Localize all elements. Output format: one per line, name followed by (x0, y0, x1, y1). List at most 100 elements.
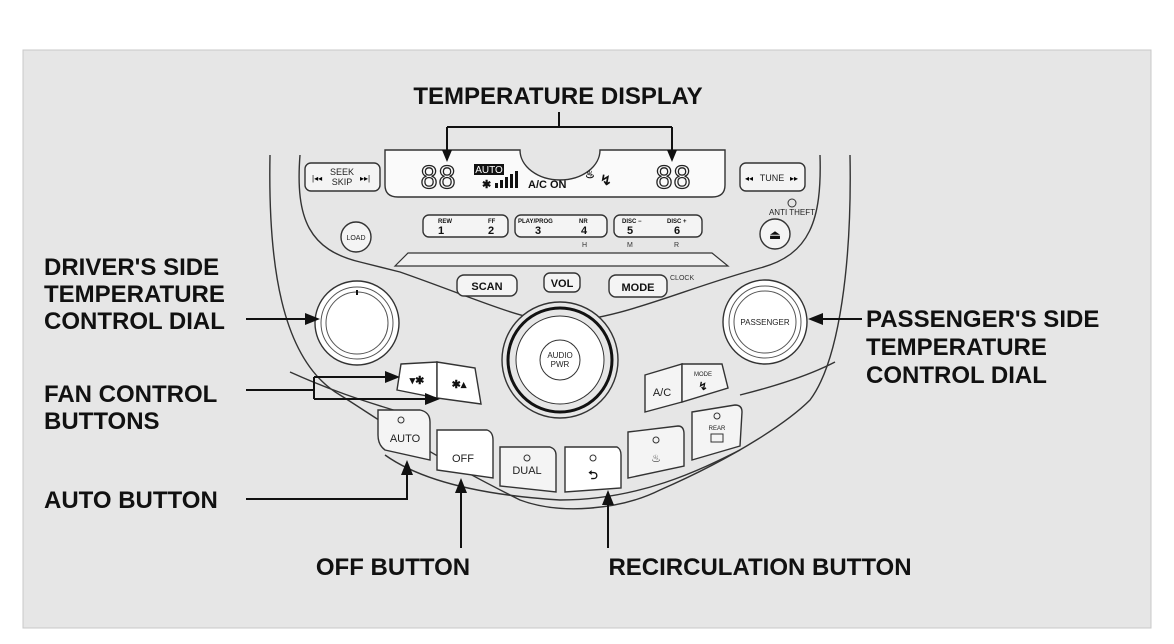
svg-text:TEMPERATURE: TEMPERATURE (44, 281, 225, 308)
airflow-mode-icon: ↯ (698, 381, 707, 393)
rear-defrost-button[interactable]: REAR (691, 404, 743, 461)
preset-group-5-6[interactable] (613, 214, 703, 238)
svg-text:PASSENGER: PASSENGER (740, 318, 789, 327)
eject-button[interactable]: ⏏ (759, 218, 791, 250)
auto-button[interactable]: AUTO (377, 409, 431, 461)
callout-fan-buttons: FAN CONTROL BUTTONS (44, 371, 440, 435)
front-defrost-button[interactable]: ♨ (627, 425, 685, 479)
seek-skip-button[interactable]: |◂◂ SEEK SKIP ▸▸| (304, 162, 381, 192)
fan-level-bars-icon (495, 171, 518, 188)
dual-button[interactable]: DUAL (499, 446, 557, 493)
svg-text:REAR: REAR (709, 426, 726, 432)
svg-text:PWR: PWR (551, 360, 570, 369)
mode-clock-button[interactable]: MODE (608, 274, 668, 298)
svg-text:TEMPERATURE DISPLAY: TEMPERATURE DISPLAY (413, 83, 702, 110)
callout-passenger-dial: PASSENGER'S SIDE TEMPERATURE CONTROL DIA… (808, 306, 1099, 389)
sub-label-h: H (582, 242, 587, 249)
svg-text:SCAN: SCAN (471, 281, 502, 293)
fan-icon: ✱ (482, 179, 491, 191)
svg-text:1: 1 (438, 225, 444, 237)
anti-theft-label: ANTI THEFT (769, 208, 815, 217)
tune-label: TUNE (760, 173, 785, 183)
svg-text:CONTROL DIAL: CONTROL DIAL (44, 308, 225, 335)
svg-text:VOL: VOL (551, 278, 574, 290)
fan-down-icon: ▾✱ (409, 375, 425, 387)
preset-5[interactable]: DISC −5 (622, 219, 642, 237)
preset-2[interactable]: FF2 (488, 219, 496, 237)
load-button[interactable]: LOAD (340, 221, 372, 253)
svg-text:RECIRCULATION BUTTON: RECIRCULATION BUTTON (608, 554, 911, 581)
clock-label: CLOCK (670, 275, 694, 282)
defrost-indicator-icon: ♨ (585, 169, 595, 181)
svg-text:OFF BUTTON: OFF BUTTON (316, 554, 470, 581)
fan-up-button[interactable]: ✱▴ (436, 361, 482, 405)
svg-text:TEMPERATURE: TEMPERATURE (866, 334, 1047, 361)
ac-status: A/C ON (528, 179, 567, 191)
eject-icon: ⏏ (769, 227, 781, 242)
svg-text:DUAL: DUAL (512, 465, 541, 477)
svg-text:6: 6 (674, 225, 680, 237)
tune-button[interactable]: ◂◂ TUNE ▸▸ (739, 162, 806, 192)
svg-text:DISC +: DISC + (667, 219, 687, 225)
off-button[interactable]: OFF (436, 429, 494, 479)
svg-text:3: 3 (535, 225, 541, 237)
svg-text:▸▸: ▸▸ (790, 174, 798, 183)
auto-badge-bg (474, 164, 504, 175)
rear-defrost-icon (710, 433, 724, 443)
front-defrost-icon: ♨ (651, 453, 661, 465)
svg-text:▸▸|: ▸▸| (360, 174, 370, 183)
svg-text:|◂◂: |◂◂ (312, 174, 322, 183)
callout-driver-dial: DRIVER'S SIDE TEMPERATURE CONTROL DIAL (44, 254, 320, 335)
svg-text:LOAD: LOAD (346, 235, 365, 242)
skip-label: SKIP (332, 177, 353, 187)
preset-group-3-4[interactable] (514, 214, 608, 238)
callout-auto-button: AUTO BUTTON (44, 460, 413, 514)
vol-button[interactable]: VOL (543, 272, 581, 293)
recirculation-icon: ⮌ (588, 468, 598, 482)
callout-recirculation-button: RECIRCULATION BUTTON (602, 490, 912, 581)
driver-temp-readout: 88 (420, 161, 456, 196)
svg-text:A/C: A/C (653, 387, 671, 399)
airflow-mode-icon: ↯ (600, 172, 612, 188)
svg-text:FF: FF (488, 219, 496, 225)
svg-text:AUDIO: AUDIO (547, 351, 572, 360)
sub-label-r: R (674, 242, 679, 249)
preset-6[interactable]: DISC +6 (667, 219, 687, 237)
preset-4[interactable]: NR4 (579, 219, 588, 237)
driver-temperature-dial[interactable] (314, 280, 400, 366)
cd-slot (393, 252, 730, 267)
svg-text:DISC −: DISC − (622, 219, 642, 225)
airflow-mode-button[interactable]: MODE ↯ (681, 363, 729, 403)
preset-group-1-2[interactable] (422, 214, 509, 238)
svg-text:MODE: MODE (622, 282, 655, 294)
passenger-temperature-dial[interactable]: PASSENGER (722, 279, 808, 365)
audio-power-volume-knob[interactable]: AUDIO PWR (501, 301, 619, 419)
svg-text:CONTROL DIAL: CONTROL DIAL (866, 362, 1047, 389)
svg-text:PLAY/PROG: PLAY/PROG (518, 219, 553, 225)
fan-up-icon: ✱▴ (452, 379, 467, 391)
svg-text:AUTO: AUTO (390, 433, 421, 445)
svg-text:PASSENGER'S SIDE: PASSENGER'S SIDE (866, 306, 1099, 333)
passenger-temp-readout: 88 (655, 161, 691, 196)
svg-text:5: 5 (627, 225, 633, 237)
recirculation-button[interactable]: ⮌ (564, 446, 622, 493)
svg-text:REW: REW (438, 219, 452, 225)
scan-button[interactable]: SCAN (456, 274, 518, 297)
svg-text:4: 4 (581, 225, 588, 237)
svg-text:DRIVER'S SIDE: DRIVER'S SIDE (44, 254, 219, 281)
seek-label: SEEK (330, 167, 354, 177)
anti-theft-indicator (787, 198, 797, 208)
svg-text:AUTO BUTTON: AUTO BUTTON (44, 487, 218, 514)
callout-temperature-display: TEMPERATURE DISPLAY (413, 83, 703, 162)
svg-text:MODE: MODE (694, 372, 712, 378)
callout-off-button: OFF BUTTON (316, 478, 470, 581)
auto-badge: AUTO (475, 165, 503, 176)
sub-label-m: M (627, 242, 633, 249)
svg-text:FAN CONTROL: FAN CONTROL (44, 381, 217, 408)
temperature-display: 88 AUTO ✱ A/C ON ♨ ↯ 88 (384, 149, 726, 198)
svg-text:2: 2 (488, 225, 494, 237)
